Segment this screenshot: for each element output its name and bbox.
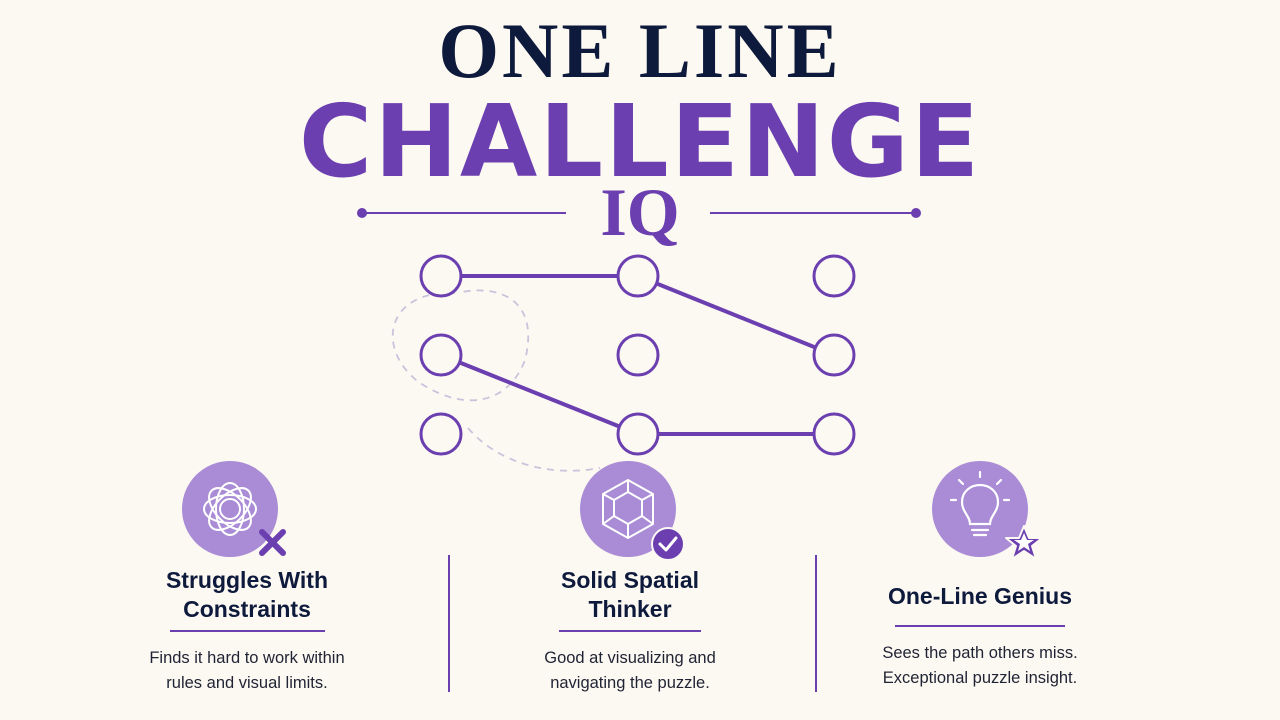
iq-rule-right [710,208,921,218]
checkmark-icon [651,527,685,561]
column-heading-line2: Thinker [588,596,672,622]
grid-dot [419,254,463,298]
tangled-loops-icon [182,461,286,557]
column-description: Finds it hard to work within rules and v… [97,646,397,696]
result-column-struggles: Struggles With Constraints Finds it hard… [97,460,397,696]
grid-dot [419,412,463,456]
grid-dot [616,254,660,298]
title-iq: IQ [600,174,680,250]
cube-icon [580,461,685,561]
grid-dot [616,412,660,456]
x-mark-icon [259,529,286,556]
column-description: Good at visualizing and navigating the p… [480,646,780,696]
heading-underline [895,625,1065,627]
column-description-line1: Finds it hard to work within [149,649,345,667]
result-column-solid: Solid Spatial Thinker Good at visualizin… [480,460,780,696]
dashed-guide-curve [391,289,601,472]
heading-underline [559,630,701,632]
column-description-line2: navigating the puzzle. [550,674,710,692]
iq-rule-left [357,208,566,218]
column-description-line1: Good at visualizing and [544,649,716,667]
column-heading-line2: Constraints [183,596,311,622]
grid-dot [616,333,660,377]
result-column-genius: One-Line Genius Sees the path others mis… [830,460,1130,691]
path-segment [440,353,639,436]
title-challenge: CHALLENGE [298,83,982,200]
star-icon [1005,525,1043,560]
heading-underline [169,630,325,632]
lightbulb-icon [932,461,1043,560]
column-heading-line1: Solid Spatial [560,567,700,593]
column-description-line2: Exceptional puzzle insight. [882,669,1078,687]
grid-dot [812,412,856,456]
column-description-line2: rules and visual limits. [166,674,328,692]
title-one-line: ONE LINE [438,7,842,94]
column-divider [815,555,817,692]
grid-dot [419,333,463,377]
column-heading-line1: Struggles With [165,567,329,593]
grid-dot [812,333,856,377]
column-description: Sees the path others miss. Exceptional p… [830,641,1130,691]
path-segment [637,274,835,357]
column-description-line1: Sees the path others miss. [882,644,1078,662]
column-heading-line1: One-Line Genius [887,583,1073,609]
grid-dot [812,254,856,298]
column-divider [448,555,450,692]
